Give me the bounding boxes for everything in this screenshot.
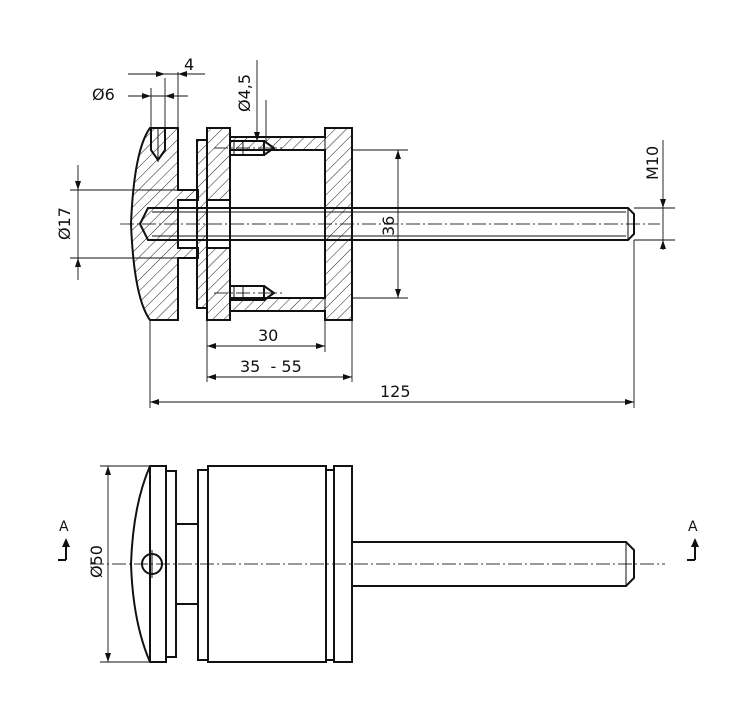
- dim-125: 125: [149, 240, 635, 408]
- dim-35-55-label: 35 - 55: [240, 357, 302, 376]
- side-head: [129, 465, 167, 663]
- dim-36: 36: [352, 149, 408, 299]
- screw-top: [214, 140, 282, 156]
- dim-d17: Ø17: [55, 165, 178, 280]
- dim-d50-label: Ø50: [87, 545, 106, 578]
- dim-d45: Ø4,5: [235, 60, 267, 141]
- threaded-rod: [138, 207, 635, 241]
- dim-d6-label: Ø6: [92, 85, 115, 104]
- section-marker-right: A: [687, 519, 699, 561]
- dim-4-label: 4: [184, 55, 194, 74]
- section-marker-left: A: [58, 519, 70, 561]
- dim-m10-label: M10: [643, 146, 662, 180]
- side-barrel-flange: [197, 469, 209, 661]
- dim-d6: Ø6: [92, 85, 188, 128]
- screw-bottom: [214, 285, 282, 301]
- section-label-right: A: [688, 519, 698, 535]
- dim-d50: Ø50: [87, 465, 150, 663]
- dim-d45-label: Ø4,5: [235, 74, 254, 112]
- washer-pad: [196, 139, 208, 309]
- head-section: [129, 127, 199, 321]
- side-view: Ø50 A A: [58, 465, 699, 663]
- dim-30-label: 30: [258, 326, 278, 345]
- dim-125-label: 125: [380, 382, 411, 401]
- dim-35-55: 35 - 55: [207, 320, 353, 382]
- section-view: Ø6 4 Ø4,5 Ø17: [55, 55, 675, 408]
- section-label-left: A: [59, 519, 69, 535]
- dim-4: 4: [128, 55, 205, 128]
- dim-m10: M10: [634, 140, 675, 250]
- dim-d17-label: Ø17: [55, 207, 74, 240]
- dim-36-label: 36: [379, 216, 398, 236]
- side-barrel-ring: [325, 469, 335, 661]
- dim-30: 30: [206, 320, 326, 382]
